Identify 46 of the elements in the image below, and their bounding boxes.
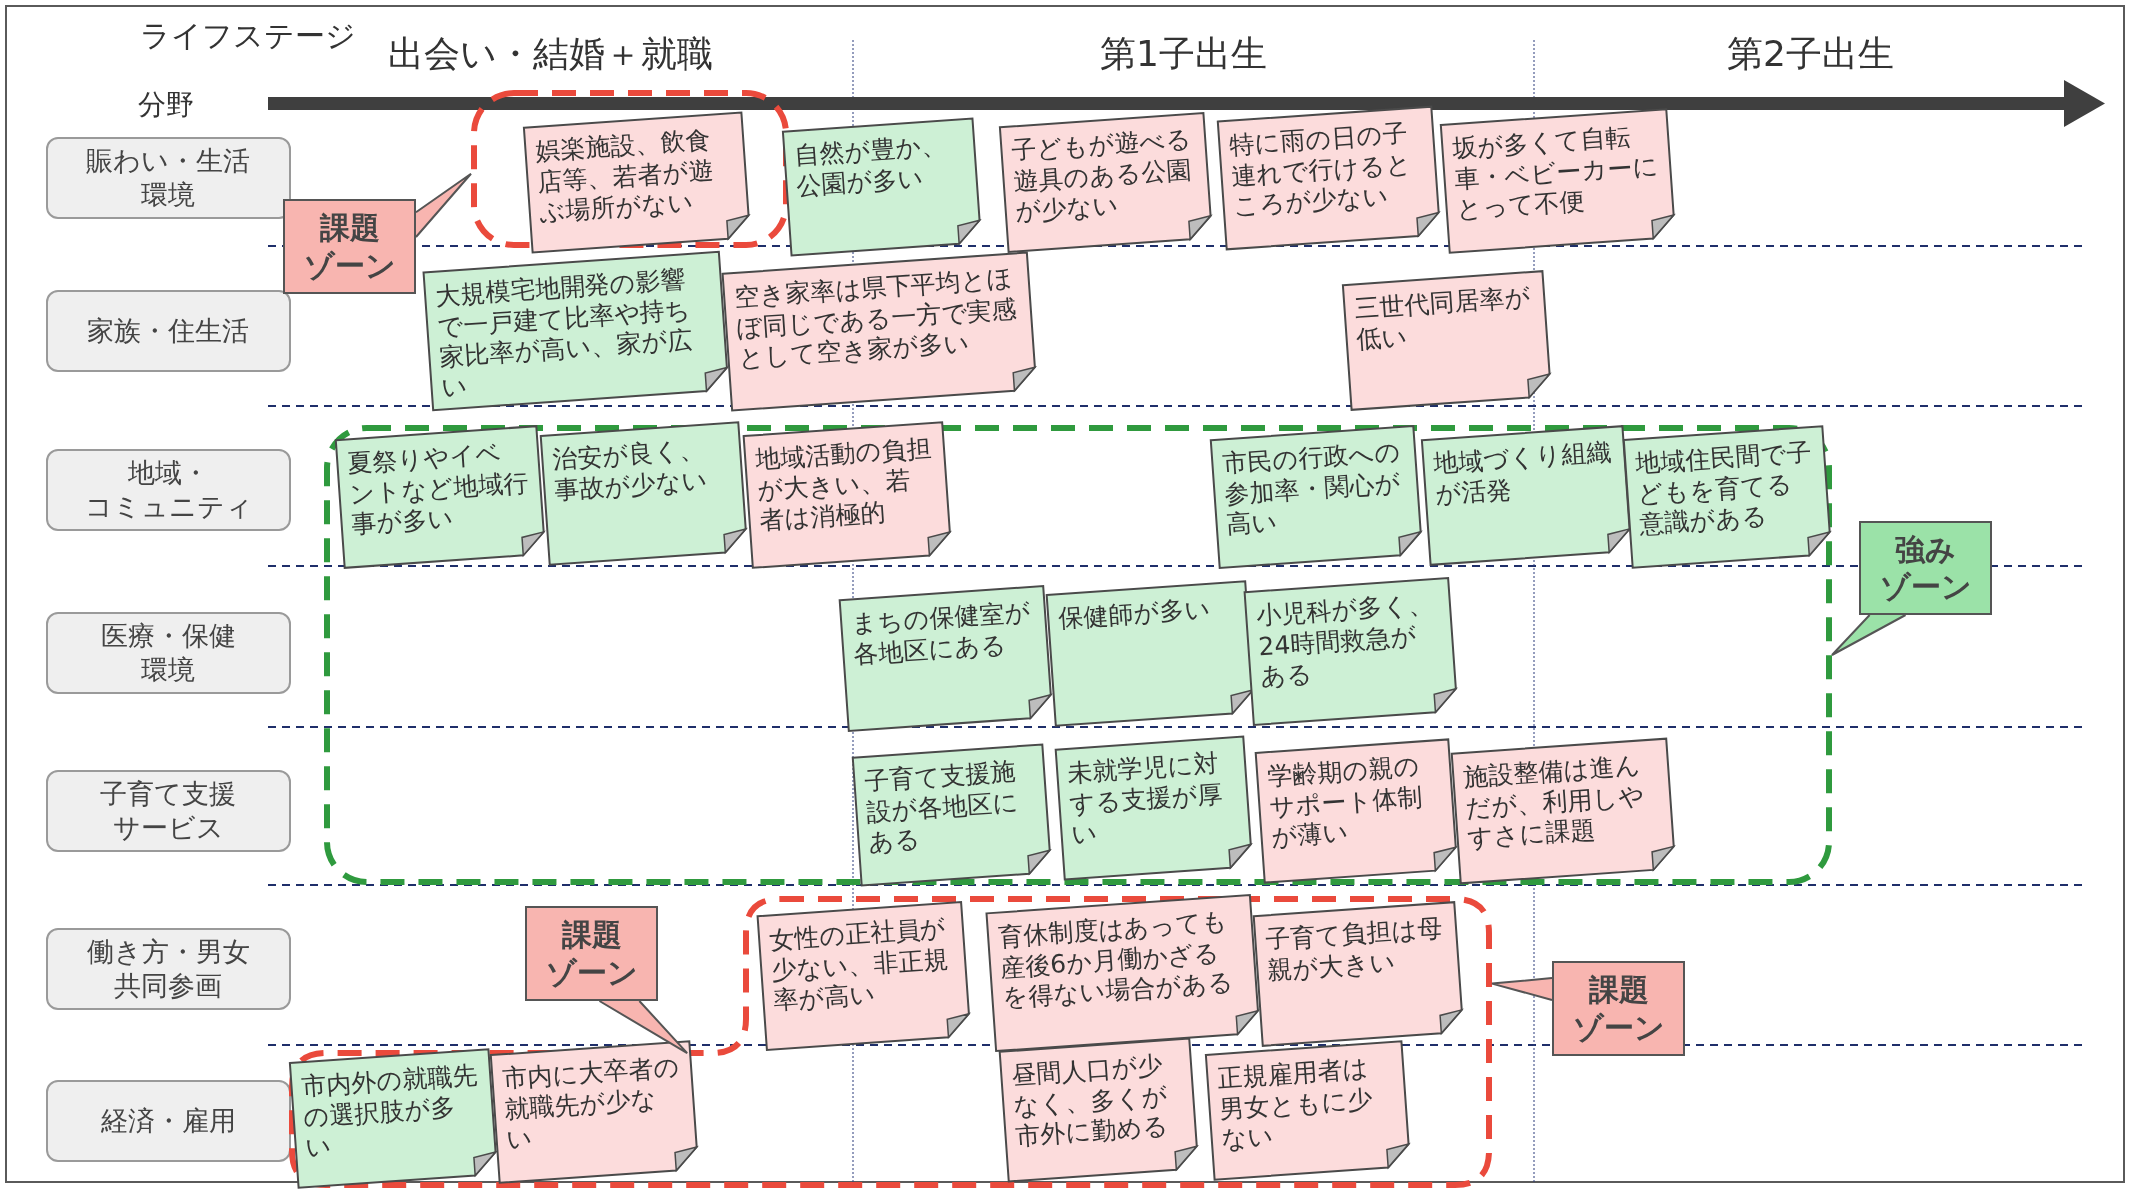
category-box: 地域・コミュニティ — [46, 449, 291, 531]
sticky-note: 育休制度はあっても産後6か月働かざるを得ない場合がある — [986, 894, 1260, 1052]
sticky-note: 学齢期の親のサポート体制が薄い — [1255, 739, 1458, 883]
sticky-note: 子育て支援施設が各地区にある — [852, 744, 1052, 886]
category-box: 経済・雇用 — [46, 1080, 291, 1162]
sticky-note: 坂が多くて自転車・ベビーカーにとって不便 — [1440, 109, 1676, 253]
axis-heading: 分野 — [138, 88, 194, 122]
sticky-note: 娯楽施設、飲食店等、若者が遊ぶ場所がない — [523, 112, 751, 253]
sticky-note: 三世代同居率が低い — [1342, 271, 1552, 410]
sticky-note: 未就学児に対する支援が厚い — [1055, 736, 1253, 880]
sticky-note: 地域づくり組織が活発 — [1421, 426, 1632, 565]
category-box: 子育て支援サービス — [46, 770, 291, 852]
sticky-note: 大規模宅地開発の影響で一戸建て比率や持ち家比率が高い、家が広い — [423, 251, 729, 411]
sticky-note: 子育て負担は母親が大きい — [1253, 902, 1464, 1046]
callout-pointer — [415, 172, 472, 238]
sticky-note: 子どもが遊べる遊具のある公園が少ない — [999, 113, 1213, 252]
sticky-note: 特に雨の日の子連れで行けるところが少ない — [1217, 106, 1441, 250]
sticky-note: 市内に大卒者の就職先が少ない — [490, 1041, 699, 1183]
callout-box: 課題ゾーン — [283, 199, 416, 294]
sticky-note: 施設整備は進んだが、利用しやすさに課題 — [1451, 738, 1676, 884]
sticky-note: 夏祭りやイベントなど地域行事が多い — [335, 426, 546, 568]
axis-heading: ライフステージ — [140, 18, 356, 54]
dashed-zone-outline — [289, 896, 1492, 1188]
stage-heading: 第1子出生 — [1100, 32, 1267, 76]
callout-pointer — [1491, 977, 1553, 1001]
sticky-note: 市民の行政への参加率・関心が高い — [1210, 426, 1423, 568]
stage-heading: 第2子出生 — [1727, 32, 1894, 76]
category-box: 家族・住生活 — [46, 290, 291, 372]
callout-pointer — [598, 1000, 689, 1055]
sticky-note: 地域活動の負担が大きい、若者は消極的 — [743, 422, 952, 568]
sticky-note: 治安が良く、事故が少ない — [540, 422, 748, 565]
sticky-note: 自然が豊か、公園が多い — [782, 118, 982, 256]
sticky-note: 市内外の就職先の選択肢が多い — [289, 1049, 498, 1188]
category-box: 働き方・男女共同参画 — [46, 928, 291, 1010]
sticky-note: まちの保健室が各地区にある — [839, 586, 1053, 731]
stage-heading: 出会い・結婚＋就職 — [388, 32, 713, 76]
sticky-note: 空き家率は県下平均とほぼ同じである一方で実感として空き家が多い — [722, 252, 1037, 411]
callout-pointer — [1831, 614, 1907, 656]
sticky-note: 地域住民間で子どもを育てる意識がある — [1623, 426, 1832, 568]
category-box: 賑わい・生活環境 — [46, 137, 291, 219]
sticky-note: 女性の正社員が少ない、非正規率が高い — [757, 902, 971, 1050]
callout-box: 課題ゾーン — [1552, 961, 1685, 1056]
sticky-note: 小児科が多く、24時間救急がある — [1244, 578, 1458, 725]
sticky-note: 正規雇用者は男女ともに少ない — [1205, 1041, 1411, 1180]
category-box: 医療・保健環境 — [46, 612, 291, 694]
sticky-note: 昼間人口が少なく、多くが市外に勤める — [999, 1038, 1199, 1182]
